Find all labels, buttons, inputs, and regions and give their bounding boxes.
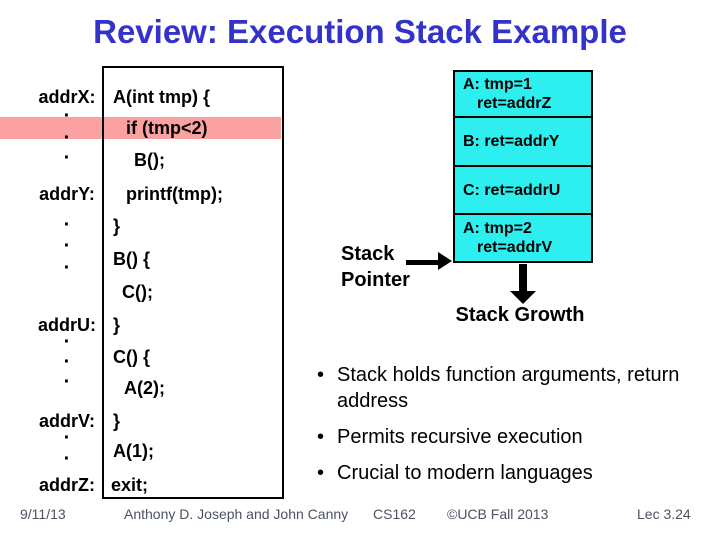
ellipsis-dot: · <box>63 427 71 449</box>
code-line: B() { <box>113 249 150 269</box>
code-panel <box>102 66 284 499</box>
ellipsis-dot: · <box>63 351 71 373</box>
bullet-item: • Stack holds function arguments, return… <box>311 362 713 414</box>
code-line: B(); <box>134 150 165 170</box>
stack-frame-line: A: tmp=1 <box>463 76 532 93</box>
code-line: A(2); <box>124 378 165 398</box>
stack-frame-column: A: tmp=1 ret=addrZ B: ret=addrY C: ret=a… <box>453 70 593 263</box>
right-arrow-icon <box>406 260 440 265</box>
stack-frame-line: B: ret=addrY <box>463 133 560 150</box>
stack-frame-line: A: tmp=2 <box>463 220 532 237</box>
bullet-list: • Stack holds function arguments, return… <box>311 362 713 496</box>
footer-authors: Anthony D. Joseph and John Canny <box>124 506 349 522</box>
address-label: addrY: <box>39 184 95 204</box>
code-line: C() { <box>113 347 150 367</box>
stack-frame: C: ret=addrU <box>453 165 593 215</box>
stack-frame: B: ret=addrY <box>453 116 593 167</box>
ellipsis-dot: · <box>63 127 71 149</box>
ellipsis-dot: · <box>63 371 71 393</box>
ellipsis-dot: · <box>63 331 71 353</box>
code-line: A(1); <box>113 441 154 461</box>
right-arrow-head-icon <box>438 252 452 270</box>
highlight-bar <box>0 117 281 139</box>
bullet-text: Stack holds function arguments, return a… <box>337 364 680 412</box>
code-line: A(int tmp) { <box>113 87 210 107</box>
bullet-dot-icon: • <box>317 426 325 448</box>
code-line: } <box>113 315 121 335</box>
bullet-item: • Permits recursive execution <box>311 424 713 450</box>
stack-pointer-label: Stack Pointer <box>341 241 410 293</box>
bullet-text: Crucial to modern languages <box>337 462 593 484</box>
ellipsis-dot: · <box>63 105 71 127</box>
code-line: } <box>113 411 121 431</box>
code-line: exit; <box>111 475 149 495</box>
stack-frame-line: ret=addrZ <box>477 95 552 112</box>
bullet-dot-icon: • <box>317 462 325 484</box>
footer-lecture: Lec 3.24 <box>637 506 691 522</box>
bullet-dot-icon: • <box>317 364 325 386</box>
code-line: C(); <box>122 282 153 302</box>
footer-date: 9/11/13 <box>20 506 66 522</box>
address-label: addrZ: <box>39 475 95 495</box>
address-label: addrX: <box>38 87 96 107</box>
code-line: } <box>113 216 121 236</box>
address-label: addrV: <box>38 411 95 431</box>
code-line-highlighted: if (tmp<2) <box>126 118 208 138</box>
stack-frame-line: C: ret=addrU <box>463 181 561 199</box>
address-label: addrU: <box>38 315 96 335</box>
stack-growth-label: Stack Growth <box>455 304 585 326</box>
page-title: Review: Execution Stack Example <box>93 13 627 50</box>
ellipsis-dot: · <box>63 214 71 236</box>
down-arrow-head-icon <box>510 291 536 304</box>
stack-frame: A: tmp=1 ret=addrZ <box>453 70 593 118</box>
stack-pointer-label-line: Stack <box>341 243 395 265</box>
ellipsis-dot: · <box>63 257 71 279</box>
down-arrow-icon <box>519 264 527 292</box>
ellipsis-dot: · <box>63 235 71 257</box>
ellipsis-dot: · <box>63 448 71 470</box>
stack-frame-line: ret=addrV <box>477 239 553 256</box>
stack-pointer-label-line: Pointer <box>341 269 410 291</box>
stack-frame: A: tmp=2 ret=addrV <box>453 213 593 263</box>
footer-course: CS162 <box>373 506 416 522</box>
bullet-text: Permits recursive execution <box>337 426 583 448</box>
footer-copyright: ©UCB Fall 2013 <box>447 506 549 522</box>
code-line: printf(tmp); <box>126 184 223 204</box>
bullet-item: • Crucial to modern languages <box>311 460 713 486</box>
ellipsis-dot: · <box>63 147 71 169</box>
